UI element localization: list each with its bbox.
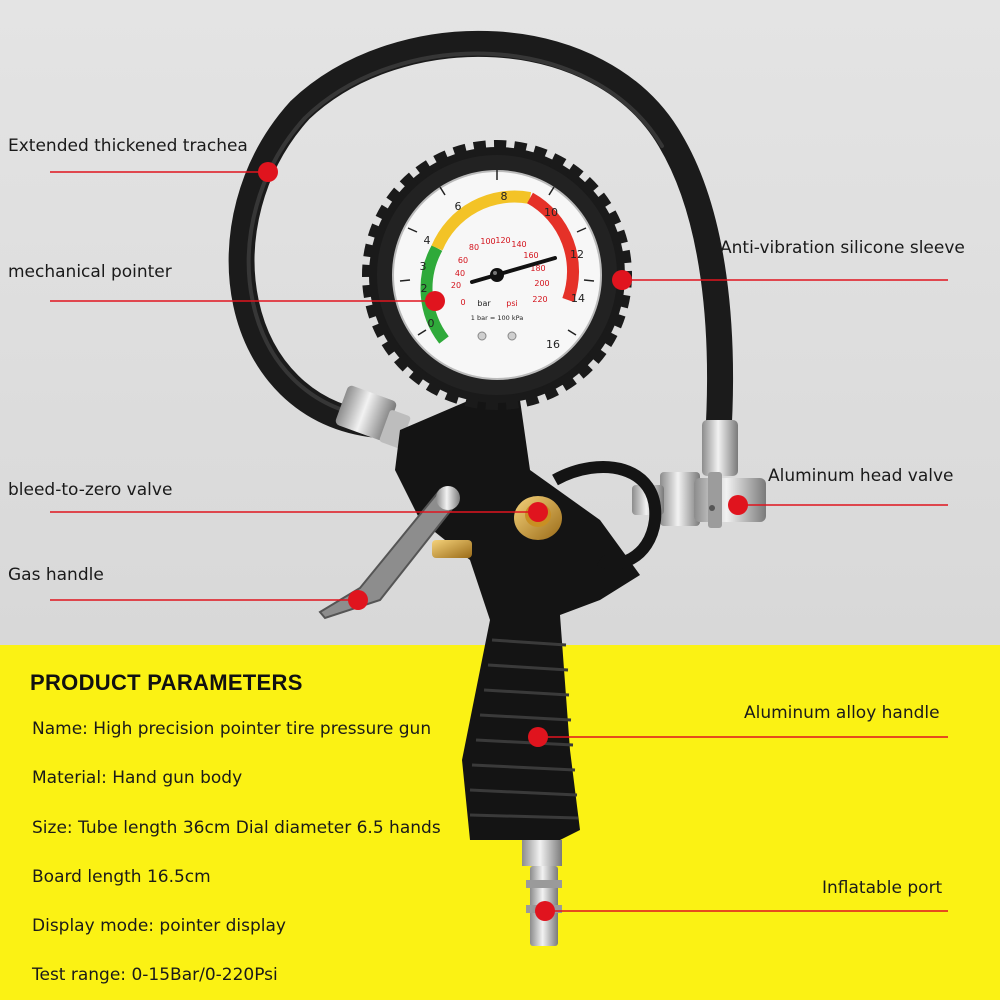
parameter-board-length: Board length 16.5cm: [32, 867, 211, 887]
psi-tick-140: 140: [511, 240, 526, 249]
psi-tick-180: 180: [530, 264, 545, 273]
callout-dot-headvalve: [728, 495, 748, 515]
callout-label-gashandle: Gas handle: [8, 565, 104, 585]
callout-label-pointer: mechanical pointer: [8, 262, 172, 282]
bar-tick-8: 8: [501, 190, 508, 203]
callout-dot-pointer: [425, 291, 445, 311]
callout-dot-sleeve: [612, 270, 632, 290]
gauge-red-band: [526, 192, 580, 303]
gauge-green-band: [420, 245, 449, 344]
parameter-material: Material: Hand gun body: [32, 768, 243, 788]
brass-pin: [432, 540, 472, 558]
gauge-outer-ticks: [399, 170, 595, 336]
callout-lines: [50, 171, 948, 912]
hose-highlight: [246, 51, 664, 420]
unit-psi-label: psi: [506, 299, 517, 308]
lever-pin: [436, 486, 460, 510]
bar-tick-10: 10: [544, 206, 558, 219]
psi-tick-160: 160: [523, 251, 538, 260]
bar-tick-6: 6: [455, 200, 462, 213]
bar-tick-2: 2: [421, 282, 428, 295]
parameter-name: Name: High precision pointer tire pressu…: [32, 719, 432, 739]
gauge-screw-left: [477, 331, 487, 341]
psi-tick-220: 220: [532, 295, 547, 304]
hose-crimp-right: [702, 420, 738, 476]
unit-bar-label: bar: [477, 299, 491, 308]
parameter-test-range: Test range: 0-15Bar/0-220Psi: [32, 965, 278, 985]
callout-label-port: Inflatable port: [822, 878, 943, 898]
parameter-display-mode: Display mode: pointer display: [32, 916, 286, 936]
callout-label-tube: Extended thickened trachea: [8, 136, 248, 156]
conversion-label: 1 bar = 100 kPa: [471, 314, 523, 322]
trigger-guard: [552, 461, 662, 570]
gun-body: [395, 400, 640, 840]
psi-tick-80: 80: [469, 243, 479, 252]
psi-tick-100: 100: [480, 237, 495, 246]
hose: [228, 30, 733, 453]
psi-tick-20: 20: [451, 281, 461, 290]
gauge-needle-hub: [490, 268, 504, 282]
psi-tick-200: 200: [534, 279, 549, 288]
bar-tick-12: 12: [570, 248, 584, 261]
gauge-needle: [470, 256, 557, 284]
parameters-title: PRODUCT PARAMETERS: [30, 670, 303, 695]
callout-dot-alloyhandle: [528, 727, 548, 747]
callout-dot-bleed: [528, 502, 548, 522]
psi-tick-120: 120: [495, 236, 510, 245]
callout-label-alloyhandle: Aluminum alloy handle: [744, 703, 940, 723]
handle-ribs: [469, 638, 579, 820]
callout-label-headvalve: Aluminum head valve: [768, 466, 954, 486]
callout-dot-tube: [258, 162, 278, 182]
gauge-screw-right: [507, 331, 517, 341]
bar-tick-14: 14: [571, 292, 585, 305]
callout-label-bleed: bleed-to-zero valve: [8, 480, 173, 500]
psi-tick-0: 0: [460, 298, 465, 307]
bar-tick-0: 0: [428, 317, 435, 330]
callout-dot-port: [535, 901, 555, 921]
gauge-yellow-band: [431, 190, 532, 251]
bar-tick-16: 16: [546, 338, 560, 351]
psi-tick-40: 40: [455, 269, 465, 278]
psi-tick-60: 60: [458, 256, 468, 265]
callout-dot-gashandle: [348, 590, 368, 610]
bar-tick-4: 4: [424, 234, 431, 247]
bar-tick-3: 3: [420, 260, 427, 273]
inflatable-port: [522, 840, 562, 946]
parameter-size: Size: Tube length 36cm Dial diameter 6.5…: [32, 818, 441, 838]
callout-label-sleeve: Anti-vibration silicone sleeve: [720, 238, 965, 258]
